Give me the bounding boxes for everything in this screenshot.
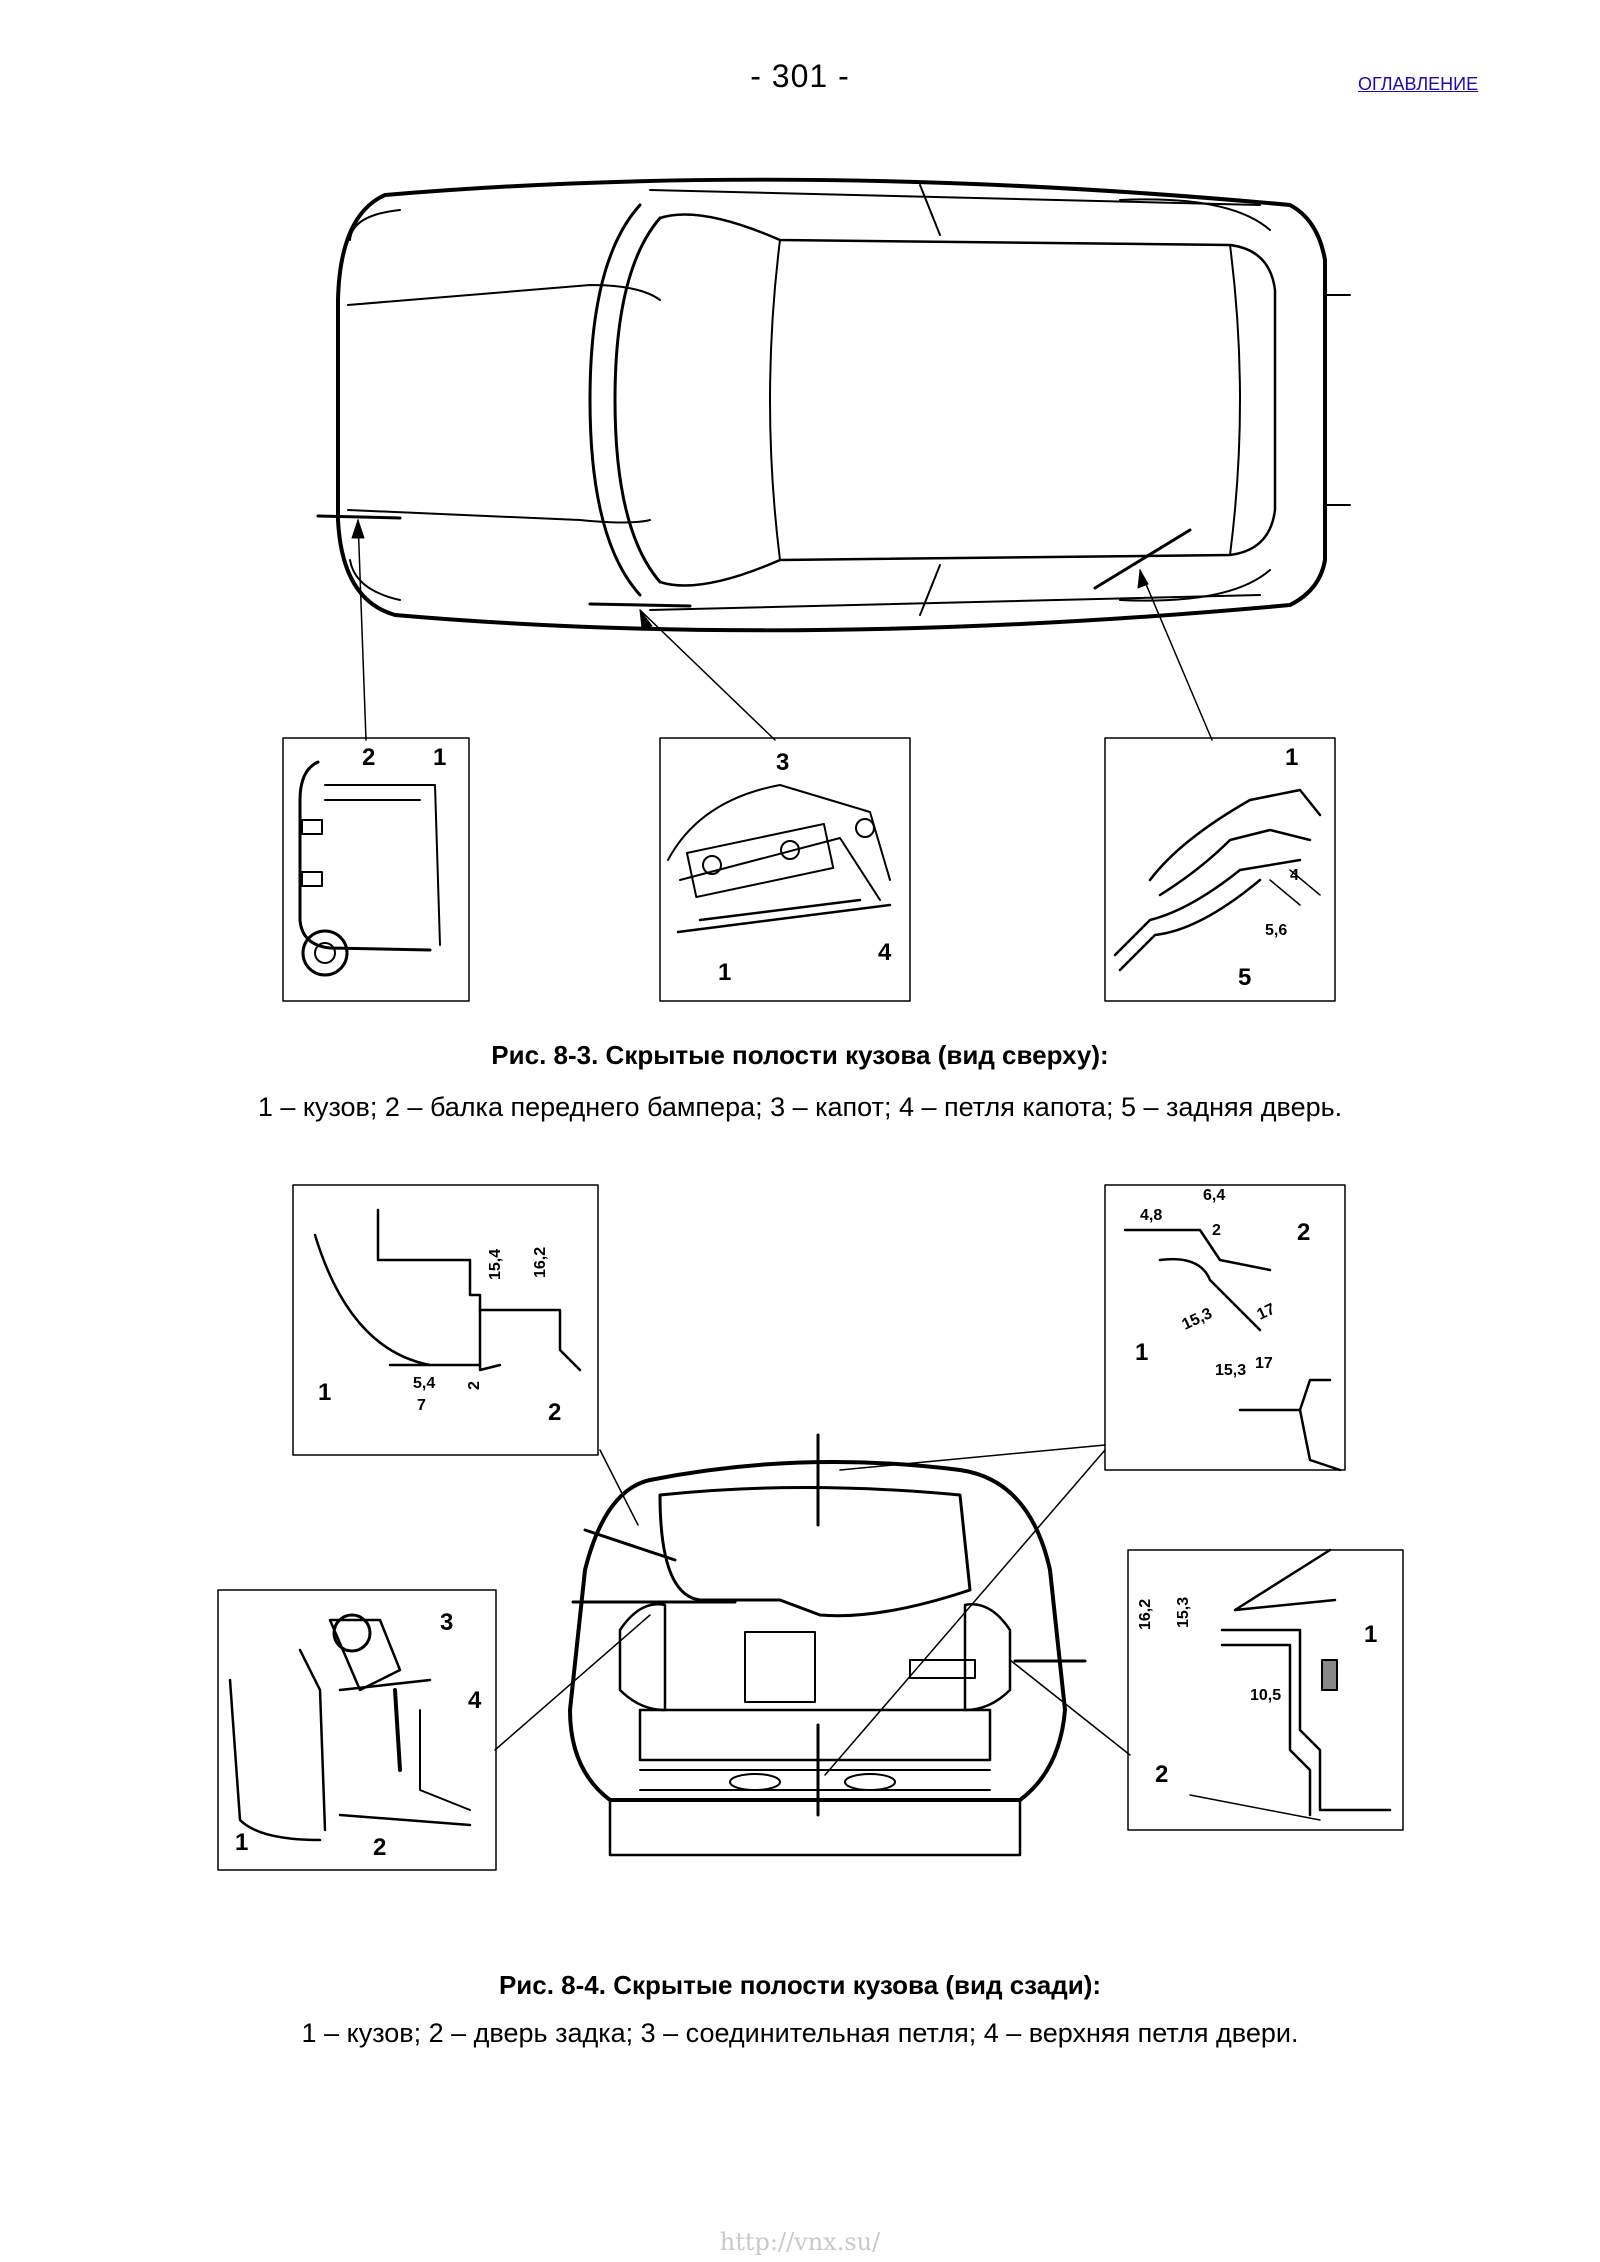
figure2-bl-label-4: 4 bbox=[468, 1687, 482, 1714]
figure1-detail-a-label-2: 2 bbox=[362, 744, 375, 771]
figure2-bl-label-2: 2 bbox=[373, 1834, 386, 1861]
figure1-detail-a-label-1: 1 bbox=[433, 744, 446, 771]
figure2-tr-dim-15-3b: 15,3 bbox=[1215, 1362, 1246, 1379]
figure2-br-dim-15-3: 15,3 bbox=[1175, 1597, 1192, 1628]
figure2-tr-dim-4-8: 4,8 bbox=[1140, 1207, 1162, 1224]
figure2-br-label-1: 1 bbox=[1364, 1621, 1377, 1648]
figure1-title: Рис. 8-3. Скрытые полости кузова (вид св… bbox=[491, 1040, 1109, 1070]
figure2-tr-dim-17b: 17 bbox=[1255, 1355, 1273, 1372]
figure2-legend: 1 – кузов; 2 – дверь задка; 3 – соединит… bbox=[301, 2018, 1299, 2048]
figure2-tr-dim-2: 2 bbox=[1212, 1222, 1221, 1239]
figure2-tl-dim-2: 2 bbox=[466, 1381, 483, 1390]
figure2-tr-dim-6-4: 6,4 bbox=[1203, 1187, 1225, 1204]
figure2-tr-label-2: 2 bbox=[1297, 1219, 1310, 1246]
figure2-tl-dim-5-4: 5,4 bbox=[413, 1375, 435, 1392]
figure1-detail-b-label-4: 4 bbox=[878, 939, 892, 966]
figure2-tl-dim-7: 7 bbox=[417, 1397, 426, 1414]
figure-8-3-drawing: 2 1 3 4 1 1 4 5,6 5 bbox=[282, 177, 1351, 1002]
footer-url-watermark: http://vnx.su/ bbox=[719, 2228, 881, 2256]
figure2-tr-dim-17: 17 bbox=[1255, 1301, 1278, 1324]
table-of-contents-link[interactable]: ОГЛАВЛЕНИЕ bbox=[1358, 74, 1479, 94]
figure2-bl-label-1: 1 bbox=[235, 1829, 248, 1856]
figure1-legend: 1 – кузов; 2 – балка переднего бампера; … bbox=[257, 1092, 1343, 1122]
figure1-detail-b-label-1: 1 bbox=[718, 959, 731, 986]
figure2-tl-label-1: 1 bbox=[318, 1379, 331, 1406]
figure2-br-dim-16-2: 16,2 bbox=[1137, 1599, 1154, 1630]
figure1-detail-c-label-1: 1 bbox=[1285, 744, 1298, 771]
figure1-detail-c-label-5: 5 bbox=[1238, 964, 1251, 991]
figure1-detail-b-label-3: 3 bbox=[776, 749, 789, 776]
figure2-tr-dim-15-3: 15,3 bbox=[1180, 1305, 1215, 1334]
figure1-detail-c-dim-4: 4 bbox=[1290, 867, 1299, 884]
figure-8-4-drawing: 1 2 15,4 16,2 5,4 2 7 6,4 4,8 2 2 15,3 1… bbox=[217, 1184, 1404, 1871]
figure2-tl-dim-15-4: 15,4 bbox=[487, 1249, 504, 1280]
figure2-tl-dim-16-2: 16,2 bbox=[532, 1247, 549, 1278]
figure1-detail-c-dim-5-6: 5,6 bbox=[1265, 922, 1287, 939]
figure2-tr-label-1: 1 bbox=[1135, 1339, 1148, 1366]
figure2-tl-label-2: 2 bbox=[548, 1399, 561, 1426]
figure2-br-dim-10-5: 10,5 bbox=[1250, 1687, 1281, 1704]
figure2-br-label-2: 2 bbox=[1155, 1761, 1168, 1788]
page-number: - 301 - bbox=[750, 58, 850, 94]
figure2-title: Рис. 8-4. Скрытые полости кузова (вид сз… bbox=[498, 1970, 1102, 2000]
figure2-bl-label-3: 3 bbox=[440, 1609, 453, 1636]
